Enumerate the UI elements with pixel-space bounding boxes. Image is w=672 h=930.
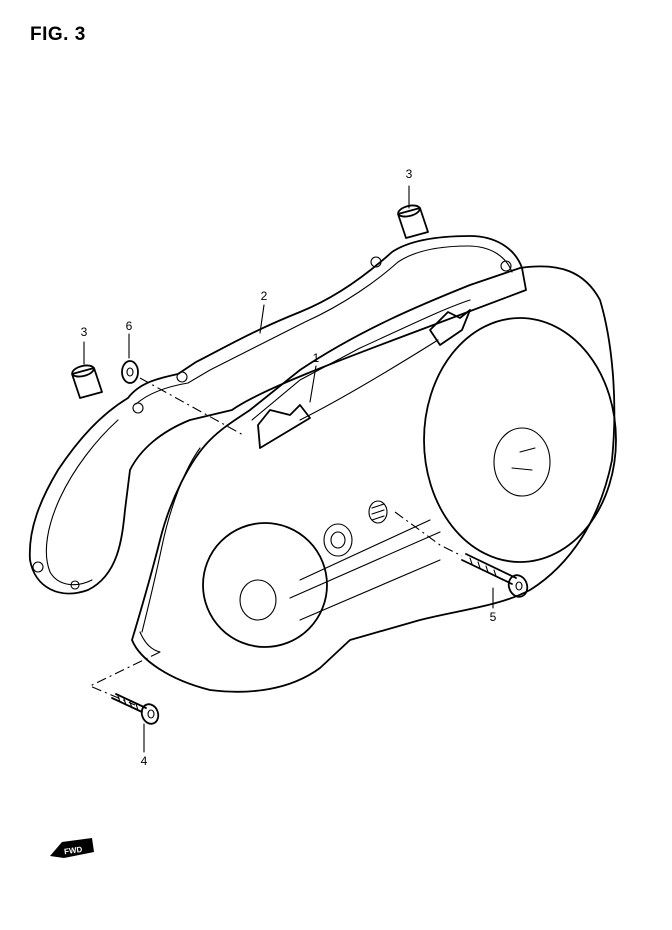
callout-5: 5 xyxy=(489,610,497,624)
dowel-pin-lower xyxy=(71,364,103,399)
callout-6: 6 xyxy=(125,319,133,333)
forward-direction-icon: FWD xyxy=(50,838,94,858)
leader-lines xyxy=(83,185,494,753)
bolt-right xyxy=(461,553,529,598)
callout-2: 2 xyxy=(260,289,268,303)
callout-1: 1 xyxy=(312,351,320,365)
figure-title: FIG. 3 xyxy=(30,24,86,45)
callout-4: 4 xyxy=(140,754,148,768)
callout-3-lower: 3 xyxy=(80,325,88,339)
forward-direction-label: FWD xyxy=(64,845,84,856)
gasket-outline xyxy=(28,235,527,595)
washer xyxy=(121,360,139,384)
dowel-pin-upper xyxy=(397,204,429,239)
callout-3-upper: 3 xyxy=(405,167,413,181)
bolt-left xyxy=(111,693,160,725)
crankcase-cover xyxy=(131,265,617,693)
